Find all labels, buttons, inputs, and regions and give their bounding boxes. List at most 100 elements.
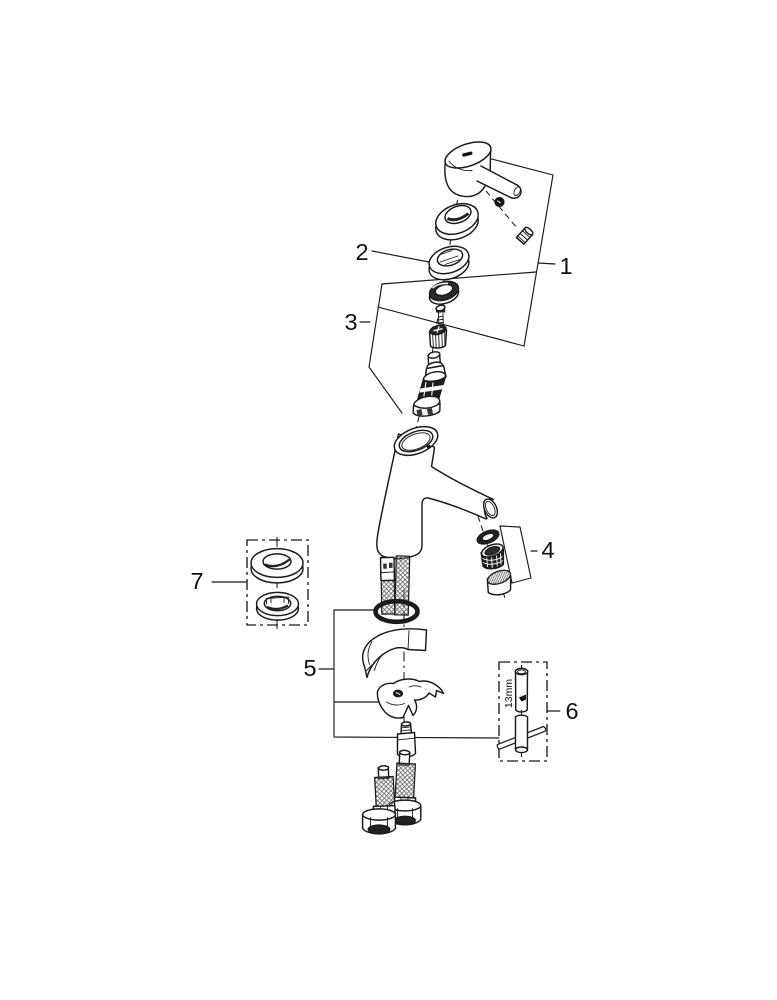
- callout-1-leader: [537, 262, 556, 265]
- callout-label-3: 3: [344, 309, 357, 335]
- handle-lever-fill: [477, 166, 522, 199]
- left-nut-opening: [367, 824, 391, 835]
- faucet-body: [376, 425, 499, 560]
- mounting-o-ring: [373, 598, 420, 625]
- callout-labels: 1 2 3 4 5 6 7: [190, 239, 578, 724]
- callout-label-1: 1: [559, 253, 572, 279]
- left-hose-braid: [374, 775, 396, 811]
- supply-hoses-upper: [373, 555, 420, 625]
- right-hose-braid: [394, 762, 417, 801]
- callout-box-1: [483, 156, 554, 347]
- callout-lines: [211, 156, 561, 762]
- tool-shaft-lower-fill: [515, 717, 528, 750]
- callout-label-4: 4: [541, 537, 554, 563]
- aerator-insert-inner: [484, 545, 501, 556]
- body-rim-inner: [398, 429, 434, 453]
- set-screw-threads: [517, 230, 530, 243]
- clamp-detail-lines: [386, 685, 422, 706]
- tool-shaft-bottom: [514, 746, 529, 754]
- tool-hex-inner: [517, 669, 526, 675]
- clamp-outline: [376, 678, 445, 719]
- body-outline: [376, 433, 495, 560]
- callout-label-2: 2: [355, 239, 368, 265]
- cartridge-adapter: [428, 324, 448, 349]
- ceramic-cartridge: [412, 351, 447, 417]
- body-rim-notch: [426, 444, 432, 449]
- stud-band: [397, 737, 416, 741]
- handle-cap-rim-line: [448, 160, 473, 172]
- screw-head-top: [435, 304, 446, 312]
- cartridge-band: [419, 385, 444, 393]
- callout-label-5: 5: [303, 655, 316, 681]
- tool-shaft-upper-fill: [515, 671, 528, 710]
- cartridge-tab-1: [416, 409, 423, 416]
- wedge-tip-face: [365, 662, 375, 672]
- right-hose-cap-top: [398, 749, 411, 756]
- adapter-cross-slot: [433, 326, 443, 333]
- callout-2-leader: [371, 250, 430, 263]
- left-hose-fitting-slot-2: [388, 562, 393, 568]
- cartridge-tab-2: [426, 408, 434, 415]
- connection-hoses: [361, 749, 422, 835]
- left-connection-hose: [361, 765, 397, 835]
- callout-label-7: 7: [190, 568, 203, 594]
- escutcheon-hole-shadow: [446, 212, 470, 222]
- handle-lever-bottom-edge: [476, 180, 511, 198]
- tool-size-text: 13mm: [503, 679, 515, 708]
- handle-slot-mark: [462, 151, 473, 157]
- right-hose-braid: [394, 555, 411, 616]
- callout-3-rail: [368, 283, 403, 414]
- washer-hole-shadow: [264, 558, 291, 568]
- cartridge-stem-top: [427, 351, 441, 359]
- retainer-shadow: [266, 604, 289, 610]
- aerator-mesh-cols: [486, 552, 502, 569]
- wedge-end-face: [407, 630, 410, 651]
- handle-plug-highlight: [497, 200, 501, 204]
- wedge-inner-lines: [367, 641, 382, 671]
- callout-5-bracket: [318, 609, 500, 739]
- left-hose-fitting: [379, 556, 396, 582]
- set-screw-head: [524, 226, 534, 236]
- left-hose-braid: [380, 579, 396, 615]
- washer-set: [250, 547, 304, 621]
- stud-threads: [401, 726, 412, 732]
- dome-cap-ring: [428, 245, 470, 281]
- body-thread-line: [401, 432, 431, 451]
- adapter-ribs: [432, 330, 446, 349]
- handle-lever-end-face: [513, 186, 521, 197]
- left-hose-cap-top: [377, 765, 390, 771]
- tool-shaft-lower: [514, 716, 529, 751]
- mounting-stud: [396, 721, 417, 758]
- retaining-ring-highlight: [432, 282, 449, 289]
- aerator-washer-hole: [481, 532, 495, 542]
- callout-box-4: [499, 525, 532, 584]
- left-hose-nut-top: [361, 808, 397, 821]
- screw-shaft: [437, 313, 444, 326]
- left-hose-fitting-slot-1: [383, 563, 387, 569]
- mounting-clamp: [376, 678, 445, 719]
- tool-shaft-upper: [514, 670, 529, 711]
- left-hose-fitting-band: [380, 571, 395, 574]
- spout-end-inner: [485, 500, 496, 517]
- dome-ring-detail-lines: [438, 250, 461, 265]
- socket-tool: 13mm: [496, 667, 547, 754]
- aerator-sleeve-hatch: [487, 570, 511, 585]
- aerator-assembly: [476, 529, 512, 596]
- handle-lever-assembly: [444, 141, 534, 245]
- callout-3-connector: [377, 306, 525, 347]
- handle-escutcheon-ring: [435, 202, 479, 241]
- cartridge-screw: [435, 304, 446, 326]
- cartridge-retaining-ring: [428, 280, 460, 305]
- callout-1-divider: [381, 271, 537, 285]
- tool-shaft-break: [514, 709, 529, 718]
- spout-end-face: [482, 498, 499, 519]
- wedge-outline: [362, 628, 428, 679]
- set-screw-axis-line: [485, 190, 518, 229]
- set-screw: [515, 226, 534, 245]
- callout-label-6: 6: [565, 698, 578, 724]
- wedge-gasket: [362, 628, 428, 679]
- retaining-ring-hole: [434, 283, 454, 297]
- retainer-key-slot: [266, 596, 289, 605]
